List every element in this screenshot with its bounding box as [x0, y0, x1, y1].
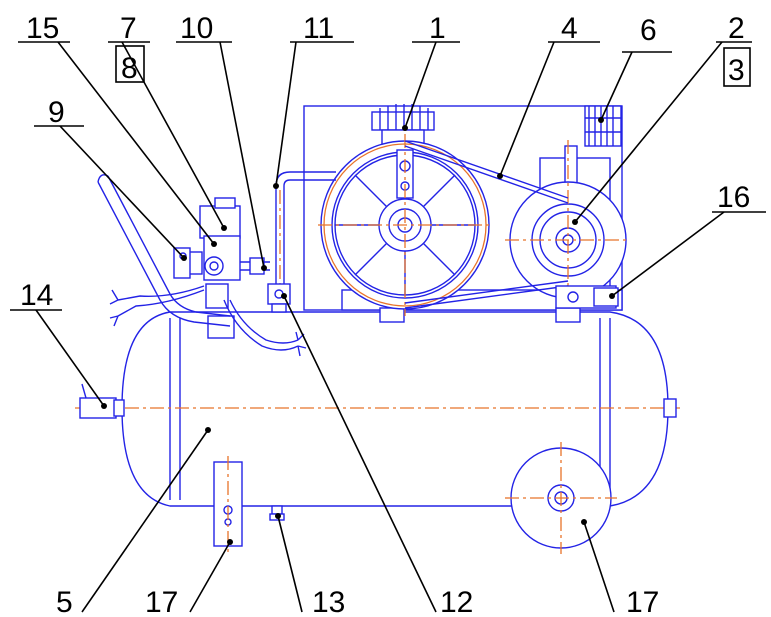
callout-label-13: 13 [312, 586, 345, 617]
callout-label-12: 12 [440, 586, 473, 617]
callout-label-17-left: 17 [145, 586, 178, 617]
callout-9: 9 [34, 96, 187, 261]
callout-6: 6 [598, 14, 672, 123]
callout-13: 13 [275, 513, 345, 617]
callout-11: 11 [273, 12, 354, 189]
support-foot [213, 456, 243, 552]
callout-5: 5 [56, 427, 211, 617]
motor-mount [555, 285, 619, 309]
check-valve [267, 283, 291, 313]
callout-15: 15 [18, 12, 217, 247]
wiring-harness [109, 285, 307, 357]
callout-label-11: 11 [303, 12, 334, 45]
callout-7: 7 [108, 12, 227, 231]
callout-17-left: 17 [145, 539, 233, 617]
callout-label-3: 3 [728, 54, 745, 87]
callout-label-4: 4 [561, 12, 578, 45]
callout-1: 1 [402, 12, 460, 131]
safety-valve [205, 283, 235, 339]
callout-16: 16 [609, 181, 766, 299]
callout-12: 12 [281, 293, 473, 617]
callout-label-10: 10 [180, 12, 213, 45]
nameplate [584, 105, 622, 147]
callout-label-7: 7 [120, 12, 137, 45]
drive-belt [404, 140, 569, 309]
callout-17-right: 17 [581, 519, 659, 617]
callout-label-8: 8 [121, 52, 138, 85]
callout-label-15: 15 [26, 12, 59, 45]
callout-label-14: 14 [20, 279, 53, 312]
pressure-switch [183, 197, 241, 281]
drain-outlet [79, 383, 125, 419]
callout-label-2: 2 [728, 12, 745, 45]
callout-label-1: 1 [429, 12, 446, 45]
callout-14: 14 [10, 279, 107, 409]
callout-label-16: 16 [717, 181, 750, 214]
callout-2: 2 [572, 12, 752, 225]
callout-3: 3 [723, 47, 751, 87]
callout-label-9: 9 [48, 96, 65, 129]
callout-10: 10 [176, 12, 267, 271]
callout-label-6: 6 [640, 14, 657, 47]
pressure-gauge [173, 247, 191, 279]
callout-8: 8 [115, 45, 145, 85]
electric-motor [505, 140, 630, 300]
callout-label-5: 5 [56, 586, 73, 617]
callout-4: 4 [497, 12, 600, 179]
flywheel-pulley [318, 134, 492, 316]
callout-label-17-right: 17 [626, 586, 659, 617]
